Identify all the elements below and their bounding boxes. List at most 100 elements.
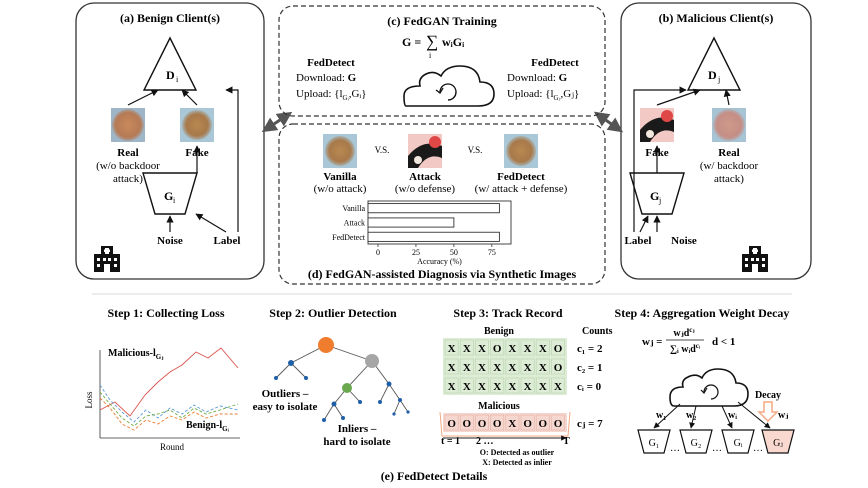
legend-inlier: X: Detected as inlier: [482, 458, 552, 467]
decay-label: Decay: [755, 390, 781, 401]
malicious-real-label: Real: [718, 147, 739, 159]
gen-ellipsis-3: …: [753, 443, 763, 454]
record-mark: O: [447, 418, 456, 430]
server-cloud-icon: [403, 65, 495, 107]
malicious-to-server-arrow: [593, 111, 624, 133]
inner-node: [342, 383, 352, 393]
gen-ellipsis-1: …: [670, 443, 680, 454]
benign-noise-label: Noise: [157, 235, 183, 247]
record-mark: X: [463, 362, 471, 374]
record-cell: [444, 339, 459, 356]
feddetect-head: FedDetect: [497, 171, 545, 183]
svg-text:wⱼ =: wⱼ =: [642, 336, 662, 348]
svg-text:i: i: [173, 196, 176, 205]
malicious-real-note-1: (w/ backdoor: [700, 160, 759, 172]
svg-text:Benign-lGᵢ: Benign-lGᵢ: [186, 420, 230, 433]
record-cell: [520, 414, 535, 431]
weight-label-j: wⱼ: [778, 410, 788, 421]
record-cell: [551, 414, 565, 431]
malicious-loss-line: [99, 347, 239, 417]
benign-real-label: Real: [117, 147, 138, 159]
attack-sub: (w/o defense): [395, 183, 456, 195]
time-start: t = 1: [441, 436, 460, 447]
record-mark: X: [478, 362, 486, 374]
record-cell: [520, 339, 535, 356]
record-mark: X: [478, 381, 486, 393]
record-mark: X: [448, 362, 456, 374]
svg-text:∑ᵢ wᵢdcᵢ: ∑ᵢ wᵢdcᵢ: [670, 342, 701, 355]
record-cell: [505, 358, 520, 375]
record-cell: [475, 358, 489, 375]
svg-text:wⱼdcⱼ: wⱼdcⱼ: [673, 326, 694, 339]
benign-discriminator: D i: [142, 36, 198, 91]
record-mark: X: [448, 381, 456, 393]
record-cell: [505, 377, 520, 394]
bar-vanilla: [367, 203, 500, 214]
svg-text:Download: G: Download: G: [296, 72, 357, 84]
x-tick-label-25: 25: [412, 248, 420, 257]
benign-fake-image: [180, 108, 214, 142]
record-cell: [475, 377, 489, 394]
time-two: 2 …: [476, 436, 494, 447]
bar-attack: [367, 217, 455, 228]
x-tick-label-0: 0: [376, 248, 380, 257]
decay-arrow: [757, 401, 779, 423]
loss-axis-label: Loss: [84, 391, 94, 409]
svg-text:G: G: [164, 189, 173, 203]
svg-text:Malicious-lGⱼ: Malicious-lGⱼ: [108, 348, 163, 361]
svg-text:Upload: {lGᵢ,Gᵢ}: Upload: {lGᵢ,Gᵢ}: [296, 88, 367, 102]
feddetect-sub: (w/ attack + defense): [475, 183, 568, 195]
record-cell: [505, 339, 520, 356]
svg-text:Download: G: Download: G: [507, 72, 568, 84]
training-title: (c) FedGAN Training: [387, 14, 497, 28]
benign-loss-line-1: [99, 384, 239, 423]
attack-synthetic-image: [408, 134, 442, 168]
benign-real-note-1: (w/o backdoor: [96, 160, 160, 172]
record-mark: X: [524, 381, 532, 393]
benign-label-label: Label: [214, 235, 241, 247]
gen-label-j: Gⱼ: [773, 438, 783, 449]
record-count: cⱼ = 7: [577, 418, 603, 430]
record-count: c₂ = 1: [577, 362, 602, 374]
record-cell: [475, 339, 489, 356]
weight-label-2: w₂: [686, 410, 696, 421]
record-mark: O: [523, 418, 532, 430]
split-node: [365, 354, 379, 368]
vs-label-1: V.S.: [375, 145, 390, 155]
record-mark: O: [463, 418, 472, 430]
malicious-panel-title: (b) Malicious Client(s): [659, 11, 774, 25]
fedgan-training-panel: (c) FedGAN Training G = ∑ i wᵢGᵢ FedDete…: [278, 5, 606, 117]
record-cell: [535, 358, 550, 375]
record-count: c₁ = 2: [577, 343, 603, 355]
aggregation-formula: G = ∑ i wᵢGᵢ: [402, 32, 464, 60]
record-cell: [551, 377, 565, 394]
malicious-real-image: [712, 108, 746, 142]
record-mark: X: [539, 343, 547, 355]
diagnosis-panel: V.S. V.S. Vanilla (w/o attack) Attack (w…: [278, 123, 606, 285]
hospital-icon: [94, 246, 120, 272]
vanilla-synthetic-image: [323, 134, 357, 168]
malicious-client-panel: (b) Malicious Client(s) D j Fake Real (w…: [620, 2, 812, 280]
record-cell: [490, 377, 505, 394]
round-axis-label: Round: [160, 442, 185, 452]
leaf-nodes: [274, 360, 410, 422]
category-label-attack: Attack: [344, 219, 365, 228]
svg-text:G =: G =: [402, 35, 421, 49]
attack-head: Attack: [409, 171, 442, 183]
record-mark: O: [554, 343, 563, 355]
diagnosis-title: (d) FedGAN-assisted Diagnosis via Synthe…: [308, 267, 577, 281]
record-mark: O: [554, 418, 563, 430]
record-mark: X: [524, 343, 532, 355]
record-mark: X: [539, 381, 547, 393]
gen-ellipsis-2: …: [712, 443, 722, 454]
record-mark: X: [448, 343, 456, 355]
record-mark: X: [493, 362, 501, 374]
left-feddetect-head: FedDetect: [307, 57, 355, 69]
record-cell: [490, 339, 505, 356]
svg-text:j: j: [717, 75, 720, 84]
right-download-text: Download: G: [507, 72, 568, 84]
right-feddetect-head: FedDetect: [531, 57, 579, 69]
svg-text:D: D: [708, 68, 717, 82]
malicious-loss-label: Malicious-lGⱼ: [108, 348, 163, 361]
